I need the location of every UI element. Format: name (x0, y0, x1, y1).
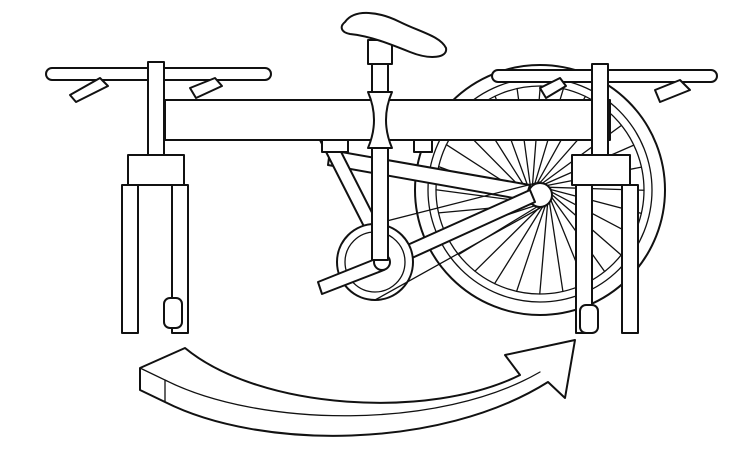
front-fork-left (45, 61, 272, 334)
front-fork-right (491, 63, 718, 334)
spoke (548, 198, 564, 293)
spoke (539, 200, 549, 295)
fold-direction-arrow (139, 339, 576, 437)
spoke (474, 204, 543, 272)
chainring (317, 181, 541, 301)
main-frame-tube (164, 91, 611, 149)
spoke (515, 202, 547, 292)
spoke (494, 203, 545, 285)
